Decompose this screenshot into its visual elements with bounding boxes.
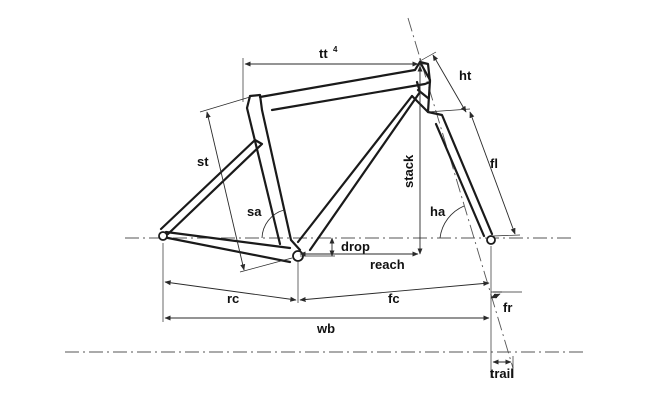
drop-label: drop xyxy=(341,239,370,254)
sa-label: sa xyxy=(247,204,262,219)
fl-ext-bottom xyxy=(492,234,521,237)
ht-dimension xyxy=(432,54,467,113)
front-dropout xyxy=(486,235,496,245)
fl-label: fl xyxy=(490,156,498,171)
ha-label: ha xyxy=(430,204,446,219)
rear-dropout xyxy=(158,231,168,241)
st-dimension xyxy=(205,111,246,271)
st-ext-top xyxy=(199,96,251,113)
ht-label: ht xyxy=(459,68,472,83)
seat-tube xyxy=(245,93,302,252)
fr-dimension xyxy=(490,293,501,299)
fc-label: fc xyxy=(388,291,400,306)
st-ext-bottom xyxy=(239,257,293,273)
tt-superscript: 4 xyxy=(333,45,338,54)
reach-label: reach xyxy=(370,257,405,272)
steering-axis-line xyxy=(407,17,514,369)
tt-label: tt xyxy=(319,46,328,61)
wb-label: wb xyxy=(316,321,335,336)
chain-stay xyxy=(161,230,292,264)
seat-stay xyxy=(159,138,264,236)
bike-frame xyxy=(158,60,496,264)
ht-ext-top xyxy=(419,51,437,62)
fr-label: fr xyxy=(503,300,512,315)
trail-label: trail xyxy=(490,366,514,381)
st-label: st xyxy=(197,154,209,169)
top-tube xyxy=(258,60,432,112)
sa-arc xyxy=(261,209,285,239)
rc-dimension xyxy=(164,280,297,302)
fl-dimension xyxy=(469,111,516,235)
ha-arc xyxy=(439,205,465,239)
fc-dimension xyxy=(299,280,490,303)
stack-label: stack xyxy=(401,154,416,188)
rc-label: rc xyxy=(227,291,239,306)
ht-ext-bottom xyxy=(426,108,471,113)
